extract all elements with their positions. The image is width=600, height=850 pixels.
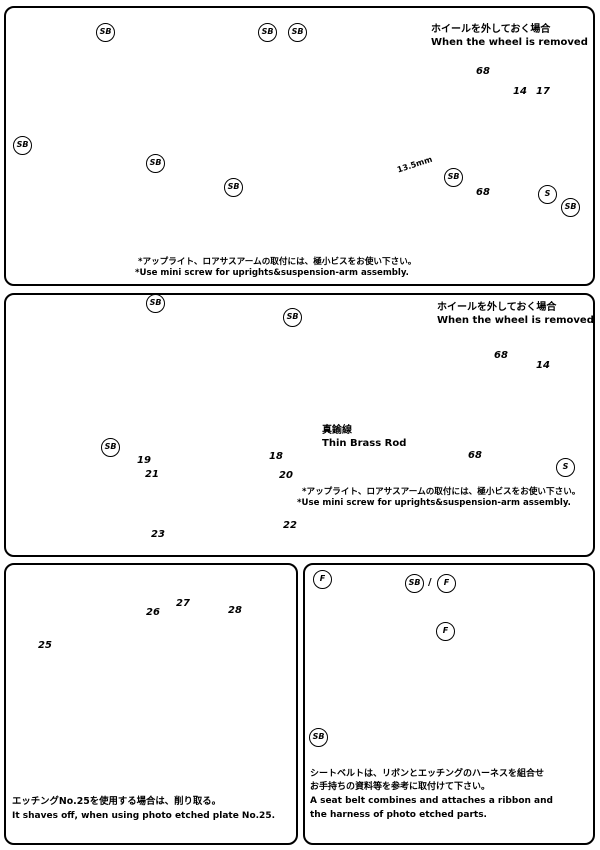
sb-badge: SB: [444, 168, 463, 187]
part-number: 68: [494, 350, 508, 361]
middle-panel: [4, 293, 595, 557]
sb-badge: SB: [283, 308, 302, 327]
caption-en-line1: A seat belt combines and attaches a ribb…: [310, 796, 553, 806]
sb-badge: SB: [405, 574, 424, 593]
part-number: 68: [476, 66, 490, 77]
part-number: 18: [269, 451, 283, 462]
part-number: 68: [468, 450, 482, 461]
caption-jp: エッチングNo.25を使用する場合は、削り取る。: [12, 796, 222, 807]
caption-en-line2: the harness of photo etched parts.: [310, 810, 487, 820]
brass-rod-label-en: Thin Brass Rod: [322, 438, 407, 449]
wheel-removed-note-jp: ホイールを外しておく場合: [437, 302, 557, 313]
brass-rod-label-jp: 真鍮線: [322, 425, 352, 436]
wheel-removed-note-jp: ホイールを外しておく場合: [431, 24, 551, 35]
part-number: 14: [513, 86, 527, 97]
wheel-removed-note-en: When the wheel is removed: [431, 37, 588, 48]
part-number: 19: [137, 455, 151, 466]
sb-badge: SB: [146, 154, 165, 173]
bottom-right-panel: [303, 563, 595, 845]
sb-badge: SB: [224, 178, 243, 197]
sb-badge: SB: [13, 136, 32, 155]
f-badge: F: [436, 622, 455, 641]
f-badge: F: [437, 574, 456, 593]
caption-en: It shaves off, when using photo etched p…: [12, 811, 276, 821]
sb-badge: SB: [309, 728, 328, 747]
part-number: 27: [176, 598, 190, 609]
sb-badge: SB: [146, 294, 165, 313]
caption-jp-line1: シートベルトは、リボンとエッチングのハーネスを組合せ: [310, 769, 545, 779]
badge-separator: /: [428, 577, 432, 588]
bottom-left-panel: [4, 563, 298, 845]
part-number: 20: [279, 470, 293, 481]
part-number: 68: [476, 187, 490, 198]
part-number: 23: [151, 529, 165, 540]
part-number: 17: [536, 86, 550, 97]
part-number: 21: [145, 469, 159, 480]
sb-badge: SB: [258, 23, 277, 42]
f-badge: F: [313, 570, 332, 589]
sb-badge: SB: [101, 438, 120, 457]
sb-badge: SB: [288, 23, 307, 42]
top-panel: [4, 6, 595, 286]
part-number: 26: [146, 607, 160, 618]
s-badge: S: [538, 185, 557, 204]
part-number: 22: [283, 520, 297, 531]
caption-jp-line2: お手持ちの資料等を参考に取付けて下さい。: [310, 782, 491, 792]
screw-note-en: *Use mini screw for uprights&suspension-…: [135, 268, 409, 278]
wheel-removed-note-en: When the wheel is removed: [437, 315, 594, 326]
screw-note-jp: *アップライト、ロアサスアームの取付には、極小ビスをお使い下さい。: [302, 487, 581, 497]
screw-note-jp: *アップライト、ロアサスアームの取付には、極小ビスをお使い下さい。: [138, 257, 417, 267]
part-number: 28: [228, 605, 242, 616]
sb-badge: SB: [561, 198, 580, 217]
part-number: 14: [536, 360, 550, 371]
screw-note-en: *Use mini screw for uprights&suspension-…: [297, 498, 571, 508]
s-badge: S: [556, 458, 575, 477]
part-number: 25: [38, 640, 52, 651]
sb-badge: SB: [96, 23, 115, 42]
